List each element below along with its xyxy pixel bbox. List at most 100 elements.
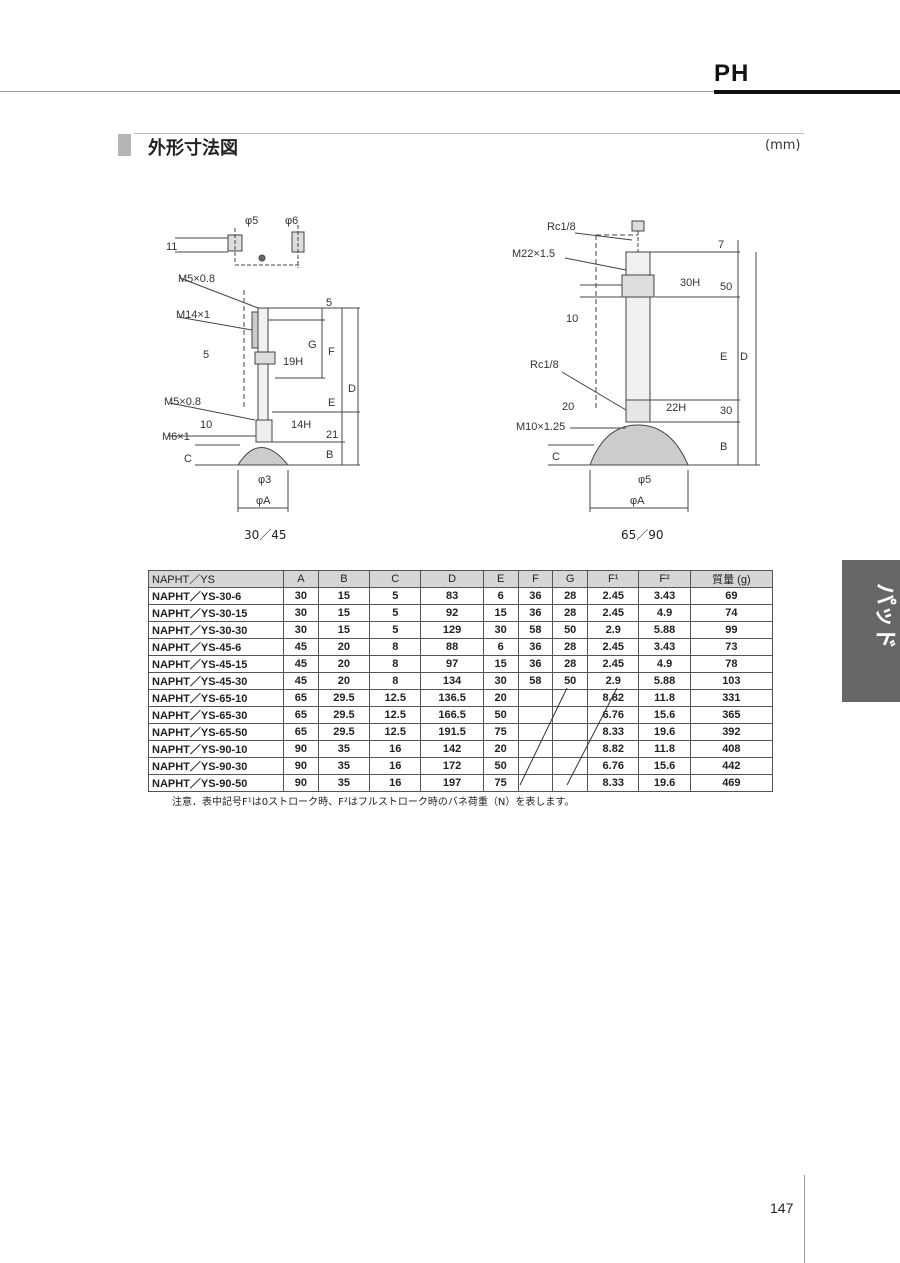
value-cell: 29.5 bbox=[317, 689, 371, 707]
right-label-22h: 22H bbox=[666, 402, 686, 414]
value-cell bbox=[552, 723, 589, 741]
right-label-c: C bbox=[552, 451, 560, 463]
value-cell: 5.88 bbox=[638, 621, 691, 639]
value-cell: 50 bbox=[552, 672, 589, 690]
value-cell: 30 bbox=[482, 621, 519, 639]
table-header-row: NAPHT／YS A B C D E F G F¹ F² 質量 (g) bbox=[148, 570, 774, 588]
value-cell: 75 bbox=[482, 723, 519, 741]
value-cell: 45 bbox=[283, 672, 319, 690]
value-cell: 12.5 bbox=[369, 723, 422, 741]
left-label-m5-bottom: M5×0.8 bbox=[164, 396, 201, 408]
value-cell: 469 bbox=[689, 774, 774, 792]
model-cell: NAPHT／YS-65-50 bbox=[148, 723, 284, 741]
side-tab[interactable]: パッド bbox=[842, 560, 900, 702]
value-cell: 28 bbox=[552, 604, 589, 622]
value-cell bbox=[517, 706, 554, 724]
value-cell: 90 bbox=[283, 774, 319, 792]
value-cell bbox=[517, 757, 554, 775]
left-label-phi3: φ3 bbox=[258, 474, 271, 486]
right-label-phi5: φ5 bbox=[638, 474, 651, 486]
value-cell: 5.88 bbox=[638, 672, 691, 690]
value-cell bbox=[517, 774, 554, 792]
value-cell: 12.5 bbox=[369, 706, 422, 724]
value-cell: 65 bbox=[283, 706, 319, 724]
right-label-phia: φA bbox=[630, 495, 645, 507]
value-cell: 97 bbox=[420, 655, 484, 673]
value-cell: 392 bbox=[689, 723, 774, 741]
value-cell: 99 bbox=[689, 621, 774, 639]
value-cell: 73 bbox=[689, 638, 774, 656]
value-cell: 19.6 bbox=[638, 774, 691, 792]
value-cell: 83 bbox=[420, 587, 484, 605]
value-cell: 92 bbox=[420, 604, 484, 622]
left-label-19h: 19H bbox=[283, 356, 303, 368]
right-label-10: 10 bbox=[566, 313, 578, 325]
value-cell: 442 bbox=[689, 757, 774, 775]
page-number: 147 bbox=[770, 1200, 794, 1216]
value-cell: 28 bbox=[552, 638, 589, 656]
header-rule bbox=[0, 91, 900, 92]
right-label-m22: M22×1.5 bbox=[512, 248, 555, 260]
value-cell: 15.6 bbox=[638, 757, 691, 775]
left-label-phi6: φ6 bbox=[285, 215, 298, 227]
value-cell: 331 bbox=[689, 689, 774, 707]
right-drawing-caption: 65／90 bbox=[621, 528, 664, 542]
value-cell: 15 bbox=[317, 621, 371, 639]
left-label-phia: φA bbox=[256, 495, 271, 507]
value-cell: 3.43 bbox=[638, 638, 691, 656]
value-cell: 408 bbox=[689, 740, 774, 758]
value-cell: 15.6 bbox=[638, 706, 691, 724]
series-title-underline bbox=[714, 90, 900, 94]
left-label-f: F bbox=[328, 346, 335, 358]
spec-table: NAPHT／YS A B C D E F G F¹ F² 質量 (g) NAPH… bbox=[148, 570, 774, 792]
value-cell: 134 bbox=[420, 672, 484, 690]
th-d: D bbox=[420, 570, 484, 588]
th-g: G bbox=[552, 570, 589, 588]
left-label-m6: M6×1 bbox=[162, 431, 190, 443]
th-b: B bbox=[317, 570, 371, 588]
value-cell: 2.9 bbox=[587, 621, 640, 639]
value-cell: 74 bbox=[689, 604, 774, 622]
th-model: NAPHT／YS bbox=[148, 570, 284, 588]
th-f1: F¹ bbox=[587, 570, 640, 588]
model-cell: NAPHT／YS-65-10 bbox=[148, 689, 284, 707]
value-cell: 35 bbox=[317, 740, 371, 758]
value-cell bbox=[552, 774, 589, 792]
right-drawing-geometry bbox=[548, 220, 760, 512]
value-cell: 191.5 bbox=[420, 723, 484, 741]
value-cell: 8 bbox=[369, 672, 422, 690]
model-cell: NAPHT／YS-45-30 bbox=[148, 672, 284, 690]
value-cell: 29.5 bbox=[317, 723, 371, 741]
value-cell: 45 bbox=[283, 655, 319, 673]
value-cell: 29.5 bbox=[317, 706, 371, 724]
model-cell: NAPHT／YS-30-15 bbox=[148, 604, 284, 622]
left-label-10: 10 bbox=[200, 419, 212, 431]
value-cell: 8 bbox=[369, 638, 422, 656]
value-cell: 78 bbox=[689, 655, 774, 673]
th-f: F bbox=[517, 570, 554, 588]
left-drawing-geometry bbox=[168, 225, 360, 512]
left-label-g: G bbox=[308, 339, 317, 351]
right-label-e: E bbox=[720, 351, 727, 363]
left-label-m5-top: M5×0.8 bbox=[178, 273, 215, 285]
right-label-20: 20 bbox=[562, 401, 574, 413]
th-c: C bbox=[369, 570, 422, 588]
right-label-30h: 30H bbox=[680, 277, 700, 289]
left-label-5-side: 5 bbox=[203, 349, 209, 361]
value-cell: 136.5 bbox=[420, 689, 484, 707]
value-cell: 142 bbox=[420, 740, 484, 758]
value-cell: 36 bbox=[517, 638, 554, 656]
value-cell: 15 bbox=[482, 655, 519, 673]
dimension-drawings: φ5 φ6 11 M5×0.8 M14×1 5 G 5 19H F D M5×0… bbox=[162, 215, 760, 512]
value-cell: 16 bbox=[369, 774, 422, 792]
value-cell: 20 bbox=[317, 655, 371, 673]
value-cell: 28 bbox=[552, 587, 589, 605]
table-note: 注意．表中記号F¹は0ストローク時、F²はフルストローク時のバネ荷重（N）を表し… bbox=[172, 797, 575, 808]
